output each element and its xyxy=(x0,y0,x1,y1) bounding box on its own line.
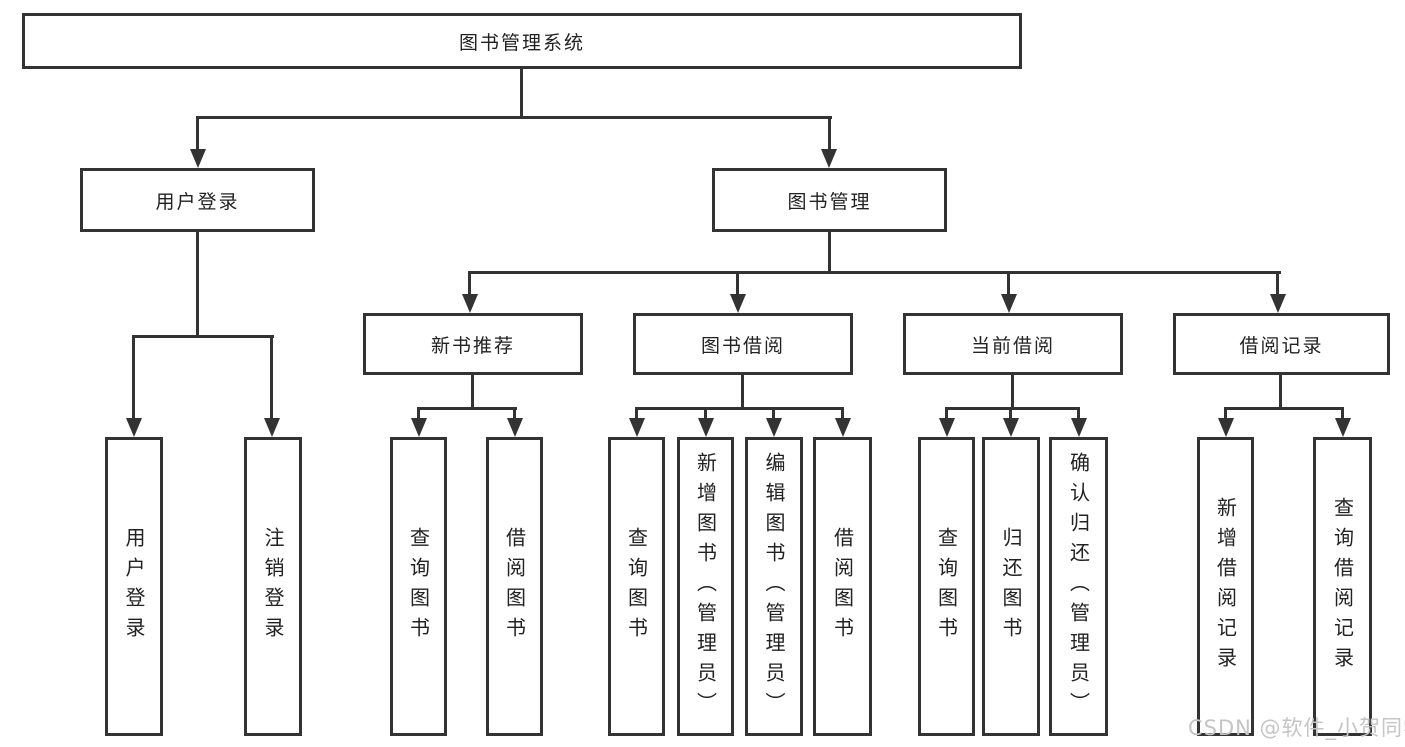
arrow-down-icon xyxy=(126,418,142,437)
connector-line xyxy=(1224,407,1227,421)
connector-line xyxy=(828,116,831,152)
connector-line xyxy=(841,407,844,421)
connector-line xyxy=(1077,407,1080,421)
arrow-down-icon xyxy=(821,149,837,168)
connector-line xyxy=(736,271,739,297)
node-leaf-query-book-1: 查询图书 xyxy=(390,437,447,736)
node-root-library-system: 图书管理系统 xyxy=(22,13,1022,69)
arrow-down-icon xyxy=(766,418,782,437)
node-leaf-user-login: 用户登录 xyxy=(105,437,163,736)
connector-line xyxy=(417,407,517,410)
node-leaf-confirm-return-admin: 确认归还（管理员） xyxy=(1049,437,1108,736)
connector-line xyxy=(945,407,948,421)
arrow-down-icon xyxy=(629,418,645,437)
node-leaf-query-book-3: 查询图书 xyxy=(918,437,975,736)
arrow-down-icon xyxy=(1003,418,1019,437)
connector-line xyxy=(196,116,199,152)
arrow-down-icon xyxy=(1001,294,1017,313)
connector-line xyxy=(1007,271,1010,297)
connector-line xyxy=(828,232,831,271)
node-new-book-recommend: 新书推荐 xyxy=(363,313,583,375)
arrow-down-icon xyxy=(1270,294,1286,313)
arrow-down-icon xyxy=(835,418,851,437)
connector-line xyxy=(704,407,707,421)
node-leaf-edit-book-admin: 编辑图书（管理员） xyxy=(745,437,803,736)
node-leaf-borrow-book-2: 借阅图书 xyxy=(813,437,872,736)
connector-line xyxy=(196,232,199,335)
node-leaf-add-borrow-record: 新增借阅记录 xyxy=(1197,437,1254,736)
arrow-down-icon xyxy=(264,418,280,437)
node-leaf-borrow-book-1: 借阅图书 xyxy=(486,437,543,736)
connector-line xyxy=(1341,407,1344,421)
arrow-down-icon xyxy=(190,149,206,168)
connector-line xyxy=(741,375,744,407)
arrow-down-icon xyxy=(1335,418,1351,437)
connector-line xyxy=(945,407,1080,410)
node-book-management: 图书管理 xyxy=(712,168,947,232)
connector-line xyxy=(1224,407,1344,410)
connector-line xyxy=(196,116,832,119)
node-borrow-record: 借阅记录 xyxy=(1173,313,1390,375)
arrow-down-icon xyxy=(411,418,427,437)
connector-line xyxy=(132,335,274,338)
connector-line xyxy=(520,69,523,116)
connector-line xyxy=(635,407,844,410)
connector-line xyxy=(471,375,474,407)
connector-line xyxy=(513,407,516,421)
connector-line xyxy=(1011,375,1014,407)
csdn-watermark: CSDN @软件_小贺同学 xyxy=(1188,716,1405,740)
node-current-borrow: 当前借阅 xyxy=(903,313,1123,375)
arrow-down-icon xyxy=(730,294,746,313)
connector-line xyxy=(132,335,135,420)
node-leaf-logout: 注销登录 xyxy=(244,437,302,736)
node-book-borrow: 图书借阅 xyxy=(633,313,853,375)
arrow-down-icon xyxy=(462,294,478,313)
arrow-down-icon xyxy=(1218,418,1234,437)
node-leaf-query-borrow-record: 查询借阅记录 xyxy=(1313,437,1372,736)
connector-line xyxy=(1279,375,1282,407)
connector-line xyxy=(1276,271,1279,297)
connector-line xyxy=(468,271,471,297)
connector-line xyxy=(270,335,273,420)
arrow-down-icon xyxy=(507,418,523,437)
connector-line xyxy=(417,407,420,421)
node-user-login: 用户登录 xyxy=(80,168,315,232)
connector-line xyxy=(1009,407,1012,421)
connector-line xyxy=(772,407,775,421)
arrow-down-icon xyxy=(698,418,714,437)
node-leaf-add-book-admin: 新增图书（管理员） xyxy=(677,437,734,736)
arrow-down-icon xyxy=(1071,418,1087,437)
node-leaf-query-book-2: 查询图书 xyxy=(608,437,665,736)
arrow-down-icon xyxy=(939,418,955,437)
connector-line xyxy=(468,271,1281,274)
connector-line xyxy=(635,407,638,421)
node-leaf-return-book: 归还图书 xyxy=(982,437,1040,736)
